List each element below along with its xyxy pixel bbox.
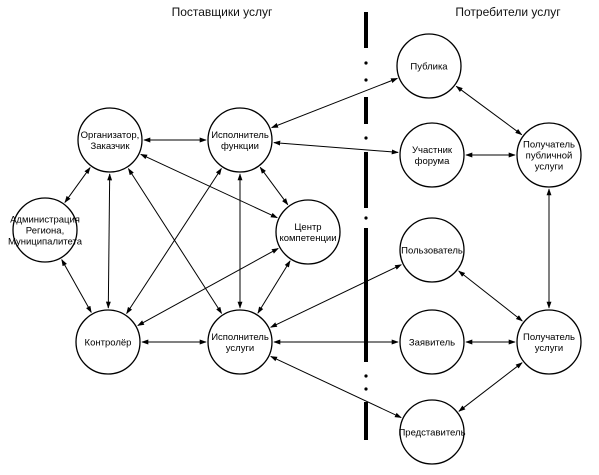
node-label-line: публичной: [526, 151, 573, 162]
node-label-line: услуги: [535, 162, 563, 173]
node-label-line: Публика: [410, 62, 448, 73]
node-label-line: Пользователь: [401, 246, 463, 257]
node-circle: [516, 309, 582, 375]
node-label-line: Заявитель: [409, 338, 455, 349]
node-circle: [12, 197, 78, 263]
nodes: Организатор,ЗаказчикИсполнительфункцииАд…: [8, 33, 582, 465]
edge-user-service-recipient: [458, 270, 523, 322]
edges: [61, 77, 552, 419]
node-circle: [399, 309, 465, 375]
node-circle: [207, 309, 273, 375]
node-label-line: услуги: [535, 343, 563, 354]
edge-function-executor-forum-participant: [273, 140, 399, 155]
edge-organizer-controller: [105, 173, 113, 309]
node-label-line: Представитель: [398, 428, 465, 439]
node-label-line: компетенции: [279, 233, 336, 244]
edge-service-executor-user: [270, 264, 402, 328]
edge-administration-controller: [61, 258, 92, 314]
node-label-line: Исполнитель: [211, 332, 269, 343]
consumers-header: Потребители услуг: [455, 5, 561, 19]
node-label-line: Организатор,: [81, 130, 140, 141]
edge-competence-center-controller: [137, 247, 279, 327]
node-label-line: Региона,: [26, 226, 64, 237]
node-label-line: функции: [221, 141, 259, 152]
node-label-line: форума: [415, 156, 450, 167]
node-label-line: Исполнитель: [211, 130, 269, 141]
node-circle: [207, 107, 273, 173]
edge-representative-service-recipient: [458, 362, 523, 412]
node-label-line: Администрация: [10, 215, 80, 226]
edge-function-executor-competence-center: [259, 166, 289, 206]
node-circle: [75, 309, 141, 375]
node-controller: Контролёр: [75, 309, 141, 375]
node-label-line: Контролёр: [85, 338, 132, 349]
node-label-line: Муниципалитета: [8, 237, 83, 248]
node-circle: [399, 217, 465, 283]
edge-competence-center-service-executor: [257, 260, 291, 314]
node-representative: Представитель: [398, 399, 466, 465]
edge-public-public-service-recipient: [455, 85, 523, 136]
node-circle: [399, 399, 465, 465]
node-label-line: услуги: [226, 343, 254, 354]
node-applicant: Заявитель: [399, 309, 465, 375]
edge-service-executor-representative: [270, 355, 402, 419]
node-user: Пользователь: [399, 217, 465, 283]
node-public: Публика: [396, 33, 462, 99]
edge-function-executor-public: [271, 77, 398, 129]
node-label-line: Участник: [412, 145, 453, 156]
node-label-line: Центр: [294, 222, 321, 233]
node-organizer: Организатор,Заказчик: [77, 107, 143, 173]
node-circle: [516, 122, 582, 188]
node-circle: [77, 107, 143, 173]
edge-organizer-administration: [64, 167, 91, 203]
node-circle: [275, 199, 341, 265]
providers-header: Поставщики услуг: [172, 5, 273, 19]
node-label-line: Получатель: [523, 332, 575, 343]
node-label-line: Получатель: [523, 140, 575, 151]
node-circle: [396, 33, 462, 99]
provider-consumer-divider: [364, 12, 368, 440]
node-circle: [399, 122, 465, 188]
node-label-line: Заказчик: [90, 141, 130, 152]
